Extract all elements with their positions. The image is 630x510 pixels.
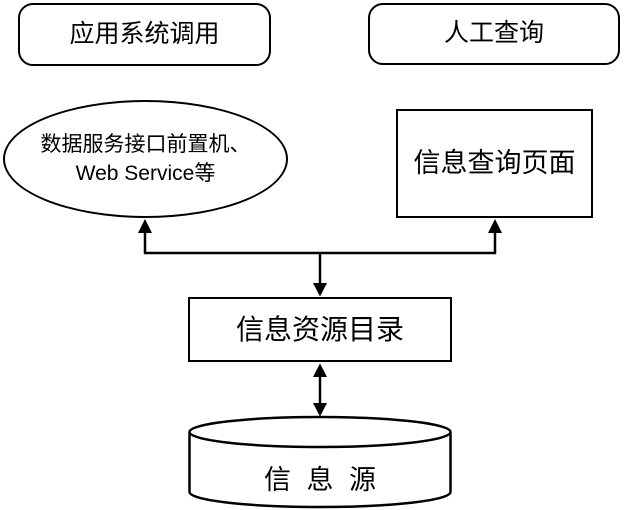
node-info-query-page: 信息查询页面: [396, 109, 593, 218]
arrowhead-up-to-catalog: [313, 363, 327, 377]
branch-connector: [138, 219, 502, 297]
node-data-service-interface-label-line2: Web Service等: [75, 162, 216, 185]
node-manual-query-label: 人工查询: [443, 19, 544, 48]
arrowhead-up-to-ellipse: [138, 219, 152, 233]
arrowhead-up-to-query-page: [488, 219, 502, 233]
node-info-query-page-label: 信息查询页面: [413, 147, 576, 178]
node-data-service-interface-label-line1: 数据服务接口前置机、: [40, 133, 251, 156]
node-info-resource-catalog: 信息资源目录: [188, 297, 452, 362]
cylinder-shape: [188, 415, 452, 509]
node-application-system-call-label: 应用系统调用: [69, 19, 220, 48]
node-application-system-call: 应用系统调用: [18, 3, 271, 66]
node-data-service-interface: 数据服务接口前置机、 Web Service等: [3, 100, 288, 218]
node-info-resource-catalog-label: 信息资源目录: [235, 314, 404, 345]
arrowhead-down-to-source: [313, 403, 327, 417]
node-manual-query: 人工查询: [368, 3, 620, 65]
arrowhead-down-to-catalog: [313, 283, 327, 297]
double-arrow-connector: [313, 363, 327, 417]
node-info-source-label: 信 息 源: [263, 465, 376, 495]
